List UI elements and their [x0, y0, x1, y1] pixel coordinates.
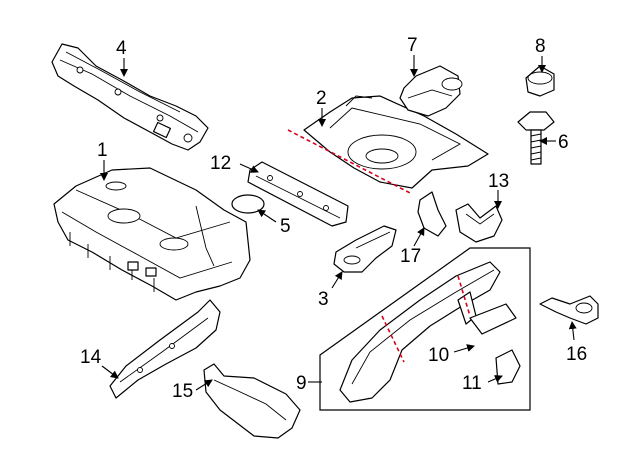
callout-6: 6: [558, 132, 569, 153]
callout-15: 15: [172, 381, 193, 402]
callout-2: 2: [316, 88, 327, 109]
callout-16: 16: [566, 344, 587, 365]
part-6-bolt[interactable]: [517, 111, 555, 165]
callout-11: 11: [462, 373, 482, 394]
callout-7: 7: [407, 35, 418, 56]
part-5-plug[interactable]: [231, 194, 265, 214]
callout-10: 10: [428, 345, 449, 366]
part-8-cap[interactable]: [525, 65, 555, 97]
callout-13: 13: [488, 171, 509, 192]
callout-4: 4: [116, 38, 127, 59]
part-7-bracket[interactable]: [399, 65, 463, 117]
callout-labels: 4 2 7 8 6 1 12 5 13 17 3 14 15 9 10 11 1…: [80, 35, 587, 402]
callout-17: 17: [400, 246, 421, 267]
callout-1: 1: [97, 140, 108, 161]
callout-8: 8: [535, 36, 546, 57]
part-3-bracket[interactable]: [333, 225, 397, 273]
part-4-crossmember[interactable]: [51, 43, 209, 151]
part-2-spare-tire-well[interactable]: [303, 95, 489, 189]
part-14-rail[interactable]: [109, 299, 221, 399]
part-17-bracket[interactable]: [417, 191, 447, 237]
callout-14: 14: [80, 347, 102, 368]
part-12-reinforcement[interactable]: [247, 161, 349, 227]
part-13-bracket[interactable]: [455, 203, 503, 243]
callout-9: 9: [296, 373, 307, 394]
callout-3: 3: [318, 289, 329, 310]
part-1-floor-pan[interactable]: [53, 167, 251, 301]
callout-12: 12: [210, 153, 231, 174]
part-15-splash-shield[interactable]: [203, 363, 301, 439]
callout-5: 5: [280, 216, 291, 237]
part-16-bracket[interactable]: [539, 295, 599, 325]
leader-lines: [100, 55, 577, 391]
group-9-rail-assembly: [319, 247, 531, 411]
